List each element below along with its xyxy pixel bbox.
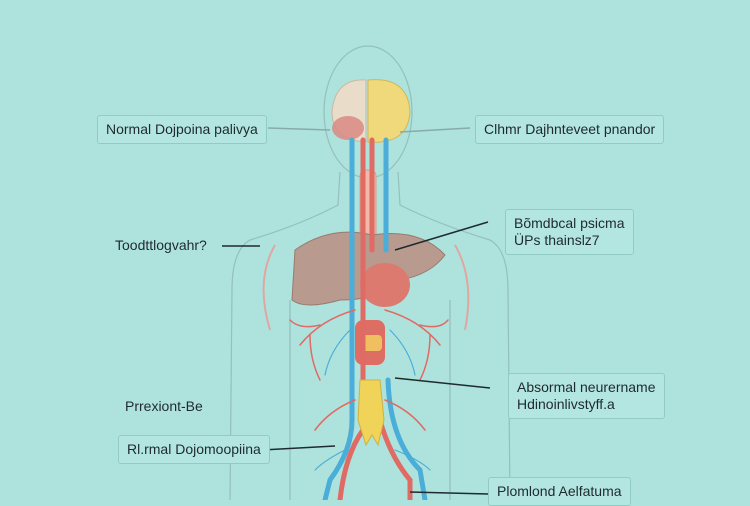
label-mid-right-line1: Bõmdbcal psicma — [514, 215, 625, 231]
label-mid-right: Bõmdbcal psicma ÜPs thainslz7 — [505, 209, 634, 255]
label-lower-right: Absormal neurername Hdinoinlivstyff.a — [508, 373, 665, 419]
label-bottom-left: Rl.rmal Dojomoopiina — [118, 435, 270, 464]
label-lower-right-line2: Hdinoinlivstyff.a — [517, 396, 615, 412]
label-lower-right-line1: Absormal neurername — [517, 379, 656, 395]
lungs-arms — [262, 244, 470, 331]
label-lower-left: Prrexiont-Be — [125, 398, 203, 414]
label-top-left: Normal Dojpoina palivya — [97, 115, 267, 144]
spinal-structure — [357, 379, 385, 447]
label-bottom-right: Plomlond Aelfatuma — [488, 477, 631, 506]
label-top-right: Clhmr Dajhnteveet pnandor — [475, 115, 665, 144]
leader-lines — [222, 127, 491, 495]
label-mid-left: Toodttlogvahr? — [115, 237, 207, 253]
label-mid-right-line2: ÜPs thainslz7 — [514, 232, 600, 248]
brain — [331, 79, 411, 143]
